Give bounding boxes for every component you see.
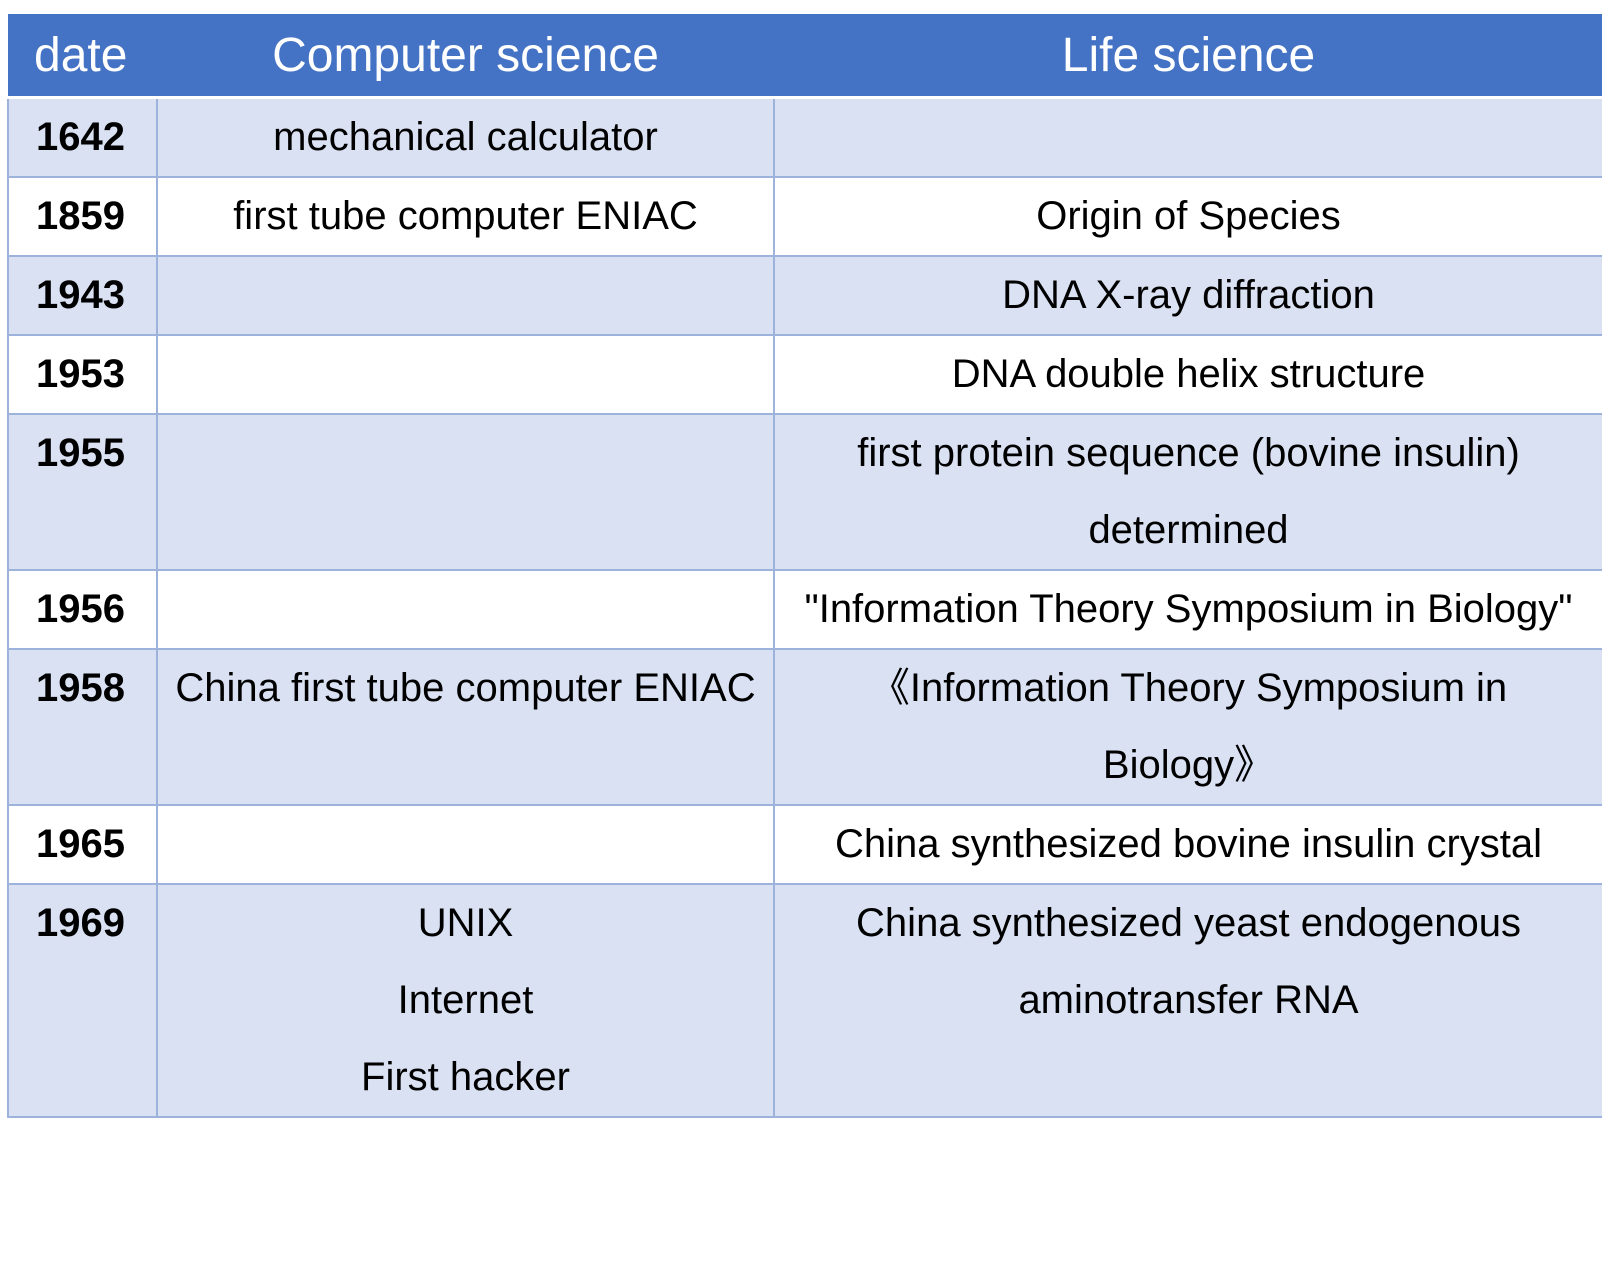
row-life-science: 《Information Theory Symposium in Biology…: [773, 648, 1602, 806]
table-container: date Computer science Life science 1642 m…: [7, 14, 1602, 1286]
life-science-event: China synthesized yeast endogenous amino…: [856, 901, 1521, 1022]
life-science-event: 《Information Theory Symposium in Biology…: [869, 666, 1508, 787]
row-life-science: [773, 96, 1602, 178]
computer-science-event: UNIX: [417, 901, 514, 945]
row-date: 1955: [7, 413, 158, 571]
life-science-event: DNA double helix structure: [951, 352, 1426, 396]
row-computer-science: China first tube computer ENIAC: [156, 648, 775, 806]
row-date: 1953: [7, 334, 158, 415]
table-row: 1642 mechanical calculator: [7, 96, 1602, 178]
row-computer-science: [156, 413, 775, 571]
row-date: 1859: [7, 176, 158, 257]
life-science-event: Origin of Species: [1036, 194, 1341, 238]
row-date: 1958: [7, 648, 158, 806]
row-date: 1943: [7, 255, 158, 336]
row-computer-science: first tube computer ENIAC: [156, 176, 775, 257]
row-life-science: DNA X-ray diffraction: [773, 255, 1602, 336]
life-science-event: China synthesized bovine insulin crystal: [834, 822, 1543, 866]
computer-science-event: first tube computer ENIAC: [233, 194, 698, 238]
row-computer-science: [156, 255, 775, 336]
row-computer-science: [156, 334, 775, 415]
computer-science-event: China first tube computer ENIAC: [175, 666, 756, 710]
row-date: 1642: [7, 96, 158, 178]
life-science-event: first protein sequence (bovine insulin) …: [857, 431, 1520, 552]
row-date: 1965: [7, 804, 158, 885]
table-row: 1953 DNA double helix structure: [7, 334, 1602, 415]
table-header: date Computer science Life science: [8, 14, 1602, 99]
row-computer-science: [156, 569, 775, 650]
row-life-science: first protein sequence (bovine insulin) …: [773, 413, 1602, 571]
row-life-science: "Information Theory Symposium in Biology…: [773, 569, 1602, 650]
row-computer-science: mechanical calculator: [156, 96, 775, 178]
header-life-science: Life science: [774, 14, 1602, 99]
header-computer-science: Computer science: [157, 14, 774, 99]
life-science-event: "Information Theory Symposium in Biology…: [804, 587, 1573, 631]
computer-science-event: Internet: [397, 978, 534, 1022]
row-computer-science: [156, 804, 775, 885]
computer-science-event: mechanical calculator: [273, 115, 658, 159]
table-row: 1943 DNA X-ray diffraction: [7, 255, 1602, 336]
header-date: date: [8, 14, 157, 99]
computer-science-event: First hacker: [361, 1055, 570, 1099]
row-life-science: China synthesized bovine insulin crystal: [773, 804, 1602, 885]
row-life-science: Origin of Species: [773, 176, 1602, 257]
table-row: 1955 first protein sequence (bovine insul…: [7, 413, 1602, 571]
table-row: 1859 first tube computer ENIAC Origin of S…: [7, 176, 1602, 257]
table-row: 1958 China first tube computer ENIAC 《Info…: [7, 648, 1602, 806]
header-row: date Computer science Life science: [8, 14, 1602, 99]
row-date: 1956: [7, 569, 158, 650]
table-row: 1965 China synthesized bovine insulin cry…: [7, 804, 1602, 885]
life-science-event: DNA X-ray diffraction: [1002, 273, 1375, 317]
row-life-science: DNA double helix structure: [773, 334, 1602, 415]
row-life-science: China synthesized yeast endogenous amino…: [773, 883, 1602, 1118]
row-date: 1969: [7, 883, 158, 1118]
table-row: 1956 "Information Theory Symposium in Bio…: [7, 569, 1602, 650]
table-body: 1642 mechanical calculator 1859 first tube …: [7, 96, 1602, 1118]
timeline-table: date Computer science Life science 1642 m…: [7, 14, 1602, 1118]
